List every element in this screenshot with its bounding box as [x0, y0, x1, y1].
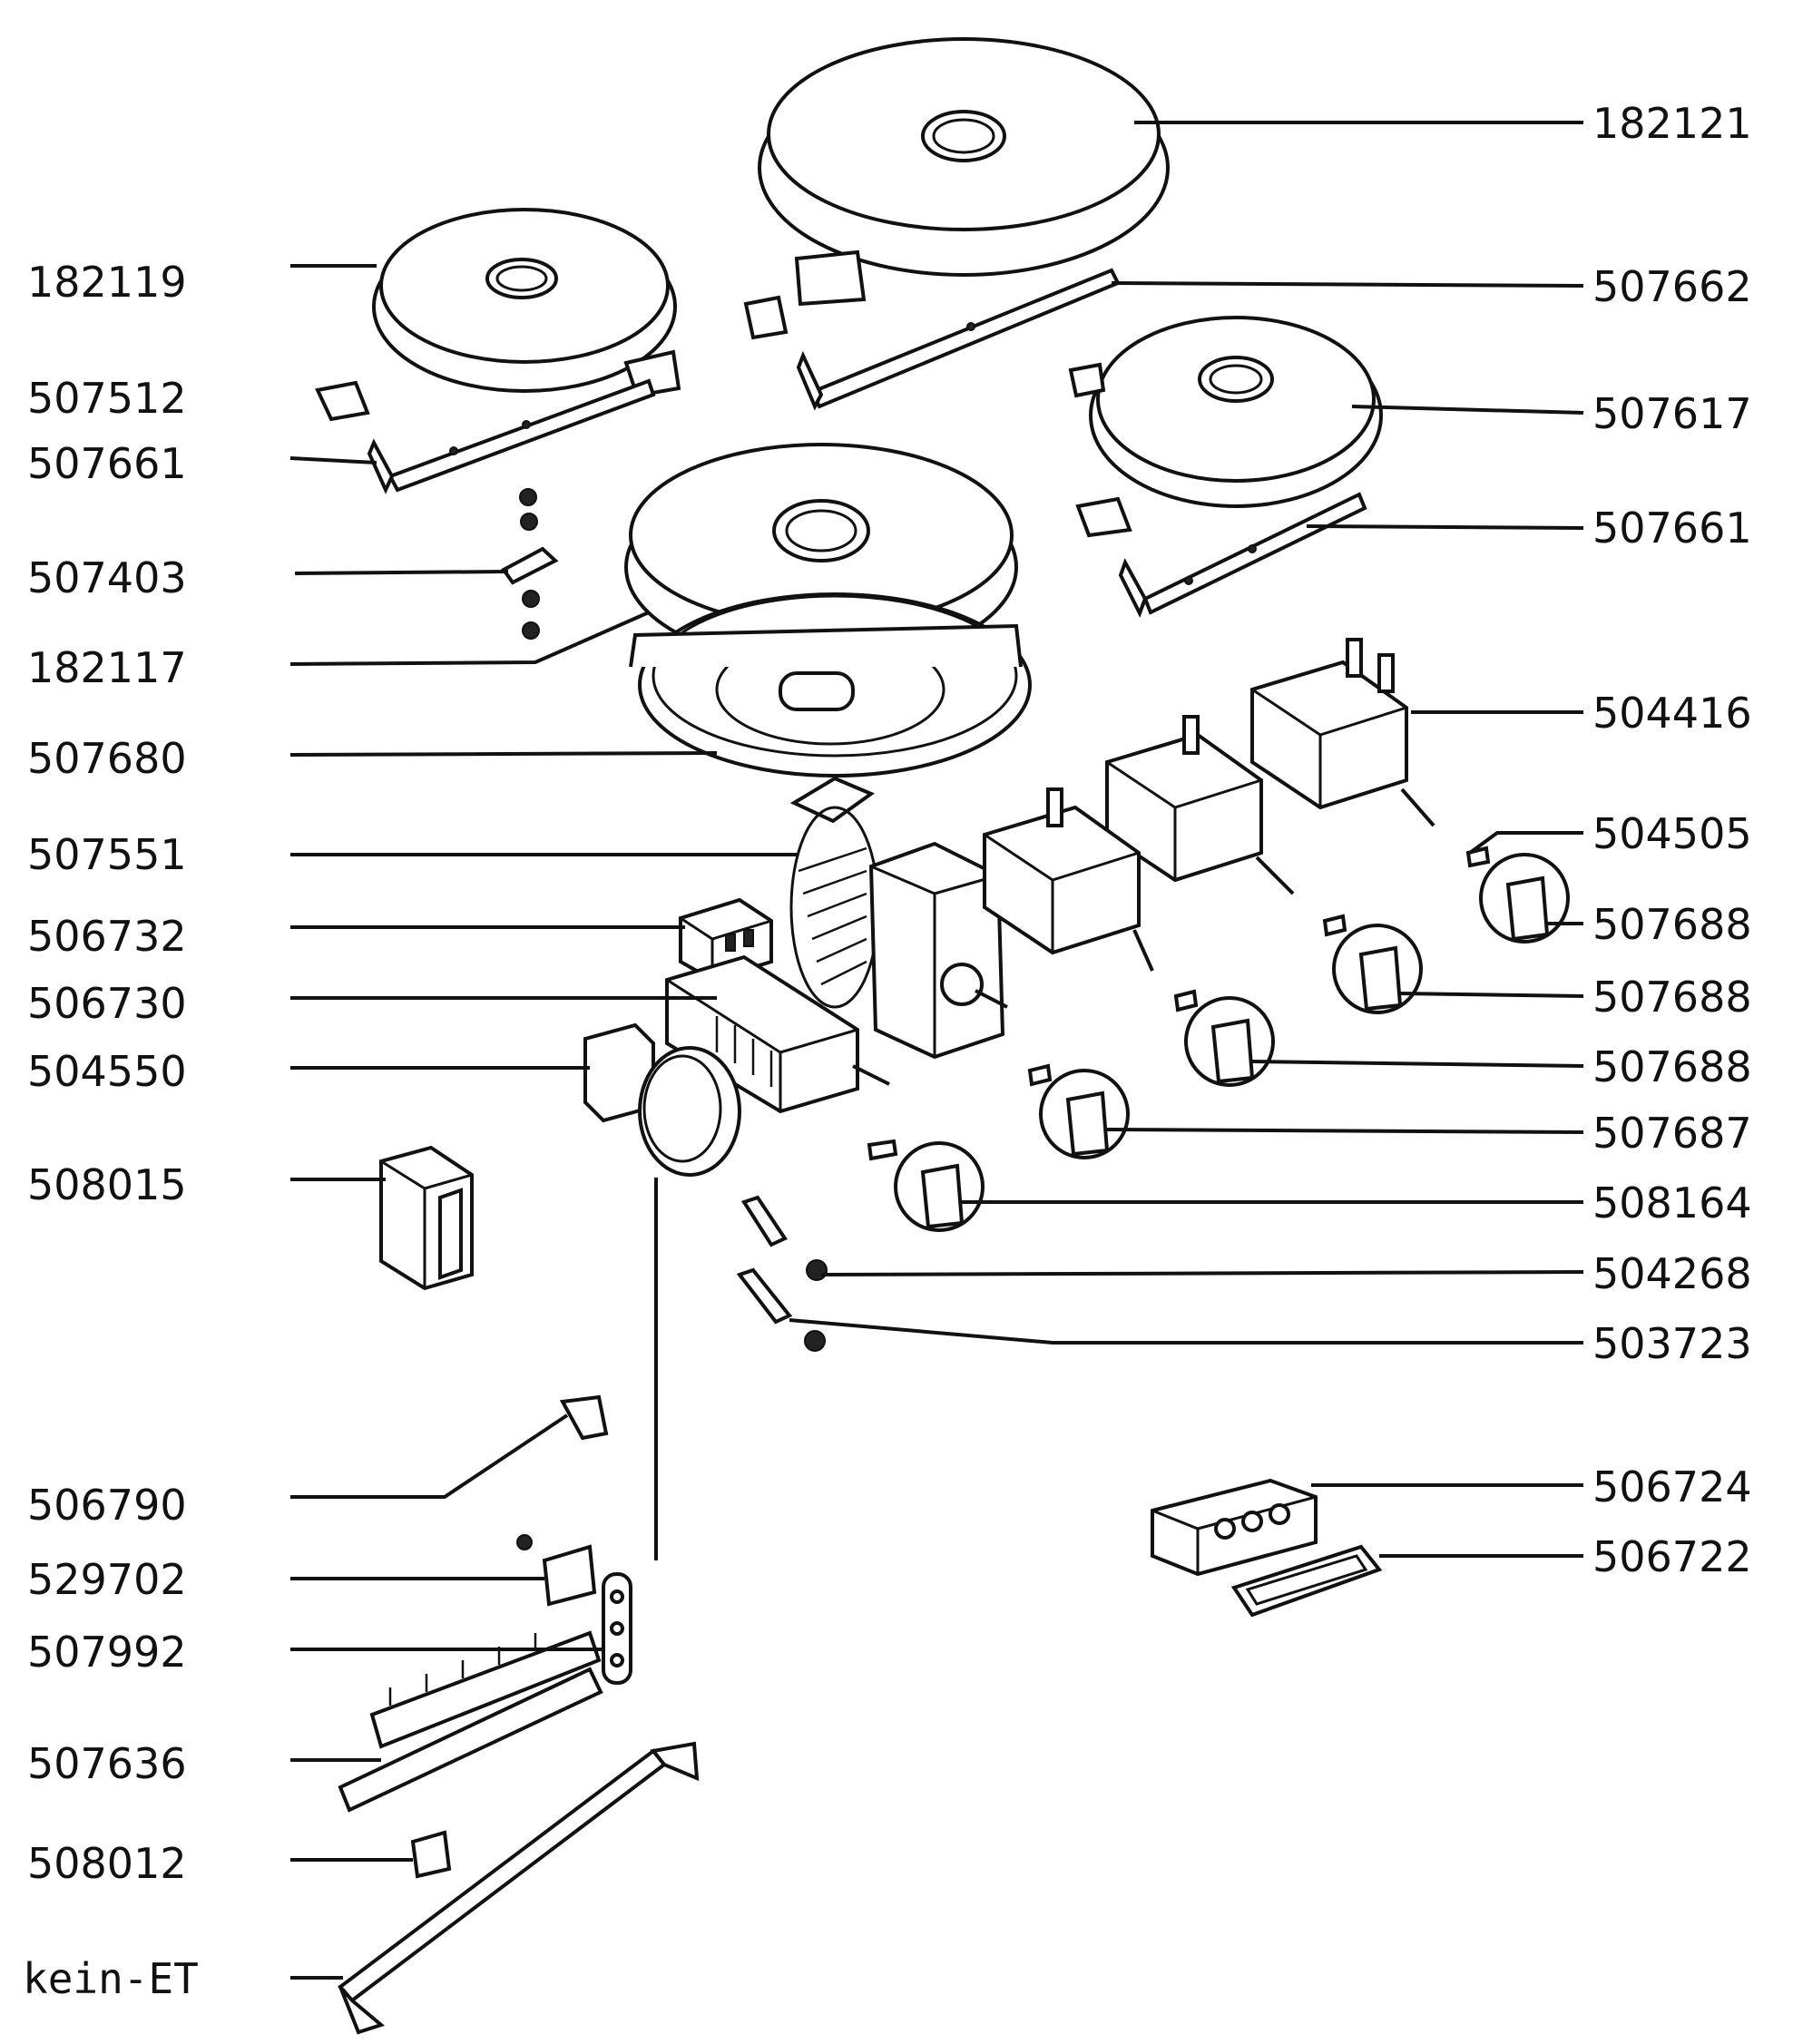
- ring-507680: [629, 592, 1032, 778]
- label-507992: 507992: [27, 1628, 187, 1677]
- clip-506790: [559, 1394, 609, 1441]
- label-kein-et: kein-ET: [23, 1954, 199, 2003]
- knob-508164: [867, 1139, 985, 1232]
- label-507617: 507617: [1592, 389, 1752, 438]
- label-507551: 507551: [27, 830, 187, 879]
- label-506724: 506724: [1592, 1462, 1752, 1511]
- label-507662: 507662: [1592, 262, 1752, 311]
- regulator-504550: [583, 1022, 741, 1177]
- label-503723: 503723: [1592, 1319, 1752, 1368]
- label-504268: 504268: [1592, 1249, 1752, 1298]
- hotplate-182121: [758, 37, 1170, 307]
- label-508012: 508012: [27, 1839, 187, 1888]
- label-529702: 529702: [27, 1555, 187, 1604]
- switch-508015: [379, 1145, 474, 1291]
- clip-508012: [410, 1830, 452, 1879]
- label-507403: 507403: [27, 553, 187, 602]
- parts-504268-503723: [736, 1195, 828, 1352]
- label-507688-top: 507688: [1592, 900, 1752, 949]
- label-504416: 504416: [1592, 689, 1752, 738]
- knob-507688-mid: [1322, 914, 1423, 1014]
- switches-504416: [983, 638, 1435, 972]
- label-506722: 506722: [1592, 1532, 1752, 1581]
- knob-507688-top: [1465, 846, 1570, 944]
- terminal-block-507636: [338, 1630, 603, 1813]
- rail-kein-et: [338, 1741, 700, 2035]
- switch-507551: [789, 776, 1008, 1060]
- label-182119: 182119: [27, 258, 187, 307]
- clip-507512: [315, 380, 370, 422]
- bracket-529702: [516, 1534, 597, 1607]
- switch-506730: [665, 954, 890, 1114]
- label-508164: 508164: [1592, 1178, 1752, 1227]
- label-506790: 506790: [27, 1481, 187, 1530]
- label-504550: 504550: [27, 1047, 187, 1096]
- label-182117: 182117: [27, 643, 187, 692]
- screws-507403: [501, 488, 559, 640]
- knob-507687: [1027, 1063, 1130, 1159]
- label-506730: 506730: [27, 979, 187, 1028]
- hotplate-182119: [372, 208, 681, 398]
- label-507680: 507680: [27, 734, 187, 783]
- label-507636: 507636: [27, 1739, 187, 1788]
- label-507661-left: 507661: [27, 439, 187, 488]
- label-504505: 504505: [1592, 809, 1752, 858]
- label-507688-low: 507688: [1592, 1042, 1752, 1091]
- label-507688-mid: 507688: [1592, 973, 1752, 1022]
- label-507661-right: 507661: [1592, 504, 1752, 553]
- bracket-507661-right: [1075, 492, 1367, 618]
- bracket-507661-left: [367, 378, 656, 494]
- hotplate-507617: [1068, 316, 1383, 508]
- gasket-506722: [1230, 1544, 1383, 1618]
- label-508015: 508015: [27, 1160, 187, 1209]
- label-507512: 507512: [27, 374, 187, 423]
- plate-507992: [602, 1572, 632, 1685]
- label-507687: 507687: [1592, 1109, 1752, 1158]
- plug-506724: [1151, 1478, 1318, 1577]
- label-506732: 506732: [27, 912, 187, 961]
- label-182121: 182121: [1592, 99, 1752, 148]
- leader-lines: [289, 121, 1584, 1980]
- knob-507688-low: [1173, 989, 1275, 1087]
